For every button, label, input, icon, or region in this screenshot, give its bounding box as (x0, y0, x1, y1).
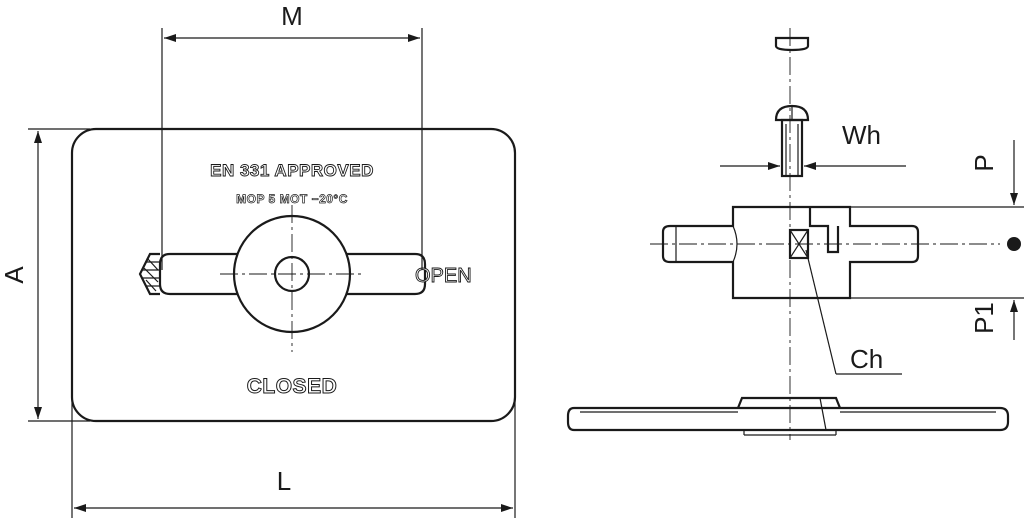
dimension-wh: Wh (720, 120, 906, 170)
reference-point (1007, 237, 1021, 251)
dimension-label-ch: Ch (850, 344, 883, 374)
side-view: Wh P P1 Ch (566, 28, 1024, 440)
dimension-label-p1: P1 (969, 302, 999, 334)
plate-text-open: OPEN (415, 265, 472, 287)
dimension-a: A (0, 128, 90, 422)
front-view: EN 331 APPROVED MOP 5 MOT −20°C OPEN CLO… (0, 1, 517, 518)
handle-bar-left (158, 252, 237, 296)
base-plate (70, 127, 517, 423)
dimension-label-p: P (969, 154, 999, 171)
dimension-label-a: A (0, 266, 29, 284)
dimension-label-l: L (277, 466, 291, 496)
handle-bar-right (347, 252, 427, 296)
valve-body (661, 205, 920, 300)
dimension-ch: Ch (805, 249, 902, 375)
dimension-m: M (161, 1, 423, 270)
plate-text-closed: CLOSED (247, 375, 338, 398)
plate-text-approved: EN 331 APPROVED (210, 161, 374, 180)
dimension-label-m: M (281, 1, 303, 31)
screw (774, 104, 810, 178)
dimension-l: L (71, 400, 516, 518)
handle-tip-hatched (138, 252, 160, 296)
washer (774, 36, 810, 52)
dimension-label-wh: Wh (842, 120, 881, 150)
dimension-p: P (850, 140, 1024, 208)
dimension-p1: P1 (850, 297, 1024, 340)
bottom-plate-view (566, 396, 1010, 436)
plate-text-mop-mot: MOP 5 MOT −20°C (236, 192, 348, 206)
